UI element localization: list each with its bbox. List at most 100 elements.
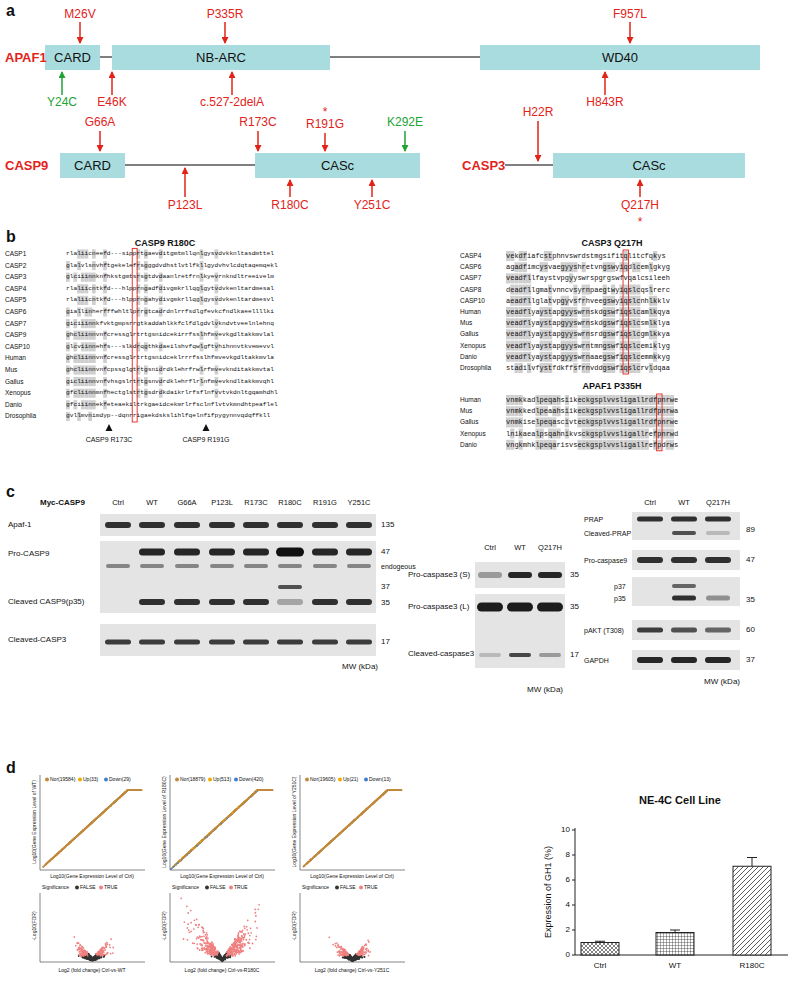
blot-band <box>175 564 199 568</box>
position-marker <box>203 424 210 431</box>
blot-band <box>174 522 200 528</box>
data-point <box>43 866 45 868</box>
data-point <box>87 825 89 827</box>
blot-band <box>243 549 269 556</box>
scatter-plot <box>170 775 275 870</box>
blot-band <box>509 653 531 657</box>
blot-band <box>672 531 696 535</box>
blot-band <box>276 548 304 557</box>
data-point <box>135 789 137 791</box>
data-point <box>79 832 81 834</box>
blot-band <box>477 603 503 612</box>
blot-band <box>537 603 563 612</box>
blot-membrane <box>632 577 740 606</box>
data-point <box>121 794 123 796</box>
data-point <box>117 798 119 800</box>
blot-band <box>278 585 302 589</box>
blot-band <box>637 628 663 633</box>
data-point <box>73 838 75 840</box>
blot-band <box>705 657 731 663</box>
blot-band <box>105 522 131 528</box>
data-point <box>56 853 58 855</box>
blot-band <box>671 557 697 563</box>
blot-band <box>538 572 562 578</box>
blot-band <box>174 549 200 556</box>
blot-band <box>277 640 303 645</box>
blot-band <box>277 599 303 605</box>
data-point <box>64 846 66 848</box>
blot-band <box>706 596 730 601</box>
blot-band <box>244 564 268 568</box>
blot-band <box>672 584 696 588</box>
blot-band <box>671 517 697 522</box>
blot-band <box>671 657 697 663</box>
data-point <box>71 839 73 841</box>
blot-band <box>507 603 533 612</box>
data-point <box>89 823 91 825</box>
blot-band <box>346 522 372 528</box>
data-point <box>108 806 110 808</box>
blot-band <box>139 640 165 645</box>
blot-band <box>637 557 663 563</box>
blot-band <box>346 549 372 556</box>
data-point <box>140 789 142 791</box>
blot-band <box>209 599 235 605</box>
blot-membrane <box>632 512 740 540</box>
blot-band <box>139 522 165 528</box>
blot-band <box>705 517 731 522</box>
blot-band <box>346 640 372 645</box>
blot-band <box>210 564 234 568</box>
data-point <box>105 809 107 811</box>
blot-band <box>277 522 303 528</box>
blot-band <box>346 599 372 605</box>
blot-band <box>243 599 269 605</box>
blot-band <box>313 564 337 568</box>
data-point <box>76 835 78 837</box>
data-point <box>123 793 125 795</box>
data-point <box>115 800 117 802</box>
blot-band <box>347 564 371 568</box>
blot-band <box>140 564 164 568</box>
data-point <box>77 834 79 836</box>
data-point <box>67 844 69 846</box>
blot-band <box>312 522 338 528</box>
data-point <box>62 848 64 850</box>
blot-band <box>705 557 731 563</box>
data-point <box>46 863 48 865</box>
blot-band <box>209 522 235 528</box>
blot-band <box>312 549 338 556</box>
blot-band <box>209 549 235 556</box>
blot-band <box>672 596 696 601</box>
blot-band <box>209 640 235 645</box>
data-point <box>95 818 97 820</box>
data-point <box>98 815 100 817</box>
data-point <box>111 804 113 806</box>
blot-band <box>671 628 697 633</box>
blot-band <box>478 572 502 578</box>
data-point <box>60 850 62 852</box>
blot-band <box>479 653 501 657</box>
data-point <box>113 802 115 804</box>
data-point <box>120 796 122 798</box>
data-point <box>138 789 140 791</box>
blot-band <box>106 564 130 568</box>
blot-band <box>706 531 730 535</box>
blot-band <box>243 522 269 528</box>
data-point <box>53 856 55 858</box>
blot-band <box>705 628 731 633</box>
blot-band <box>139 549 165 556</box>
blot-band <box>508 572 532 578</box>
data-point <box>82 830 84 832</box>
scatter-plot <box>40 775 145 870</box>
data-point <box>91 822 93 824</box>
data-point <box>102 812 104 814</box>
blot-band <box>243 640 269 645</box>
blot-band <box>105 640 131 645</box>
blot-band <box>278 564 302 568</box>
blot-band <box>539 653 561 657</box>
data-point <box>132 789 134 791</box>
blot-band <box>139 599 165 605</box>
blot-band <box>637 657 663 663</box>
blot-band <box>637 517 663 522</box>
blot-band <box>174 599 200 605</box>
